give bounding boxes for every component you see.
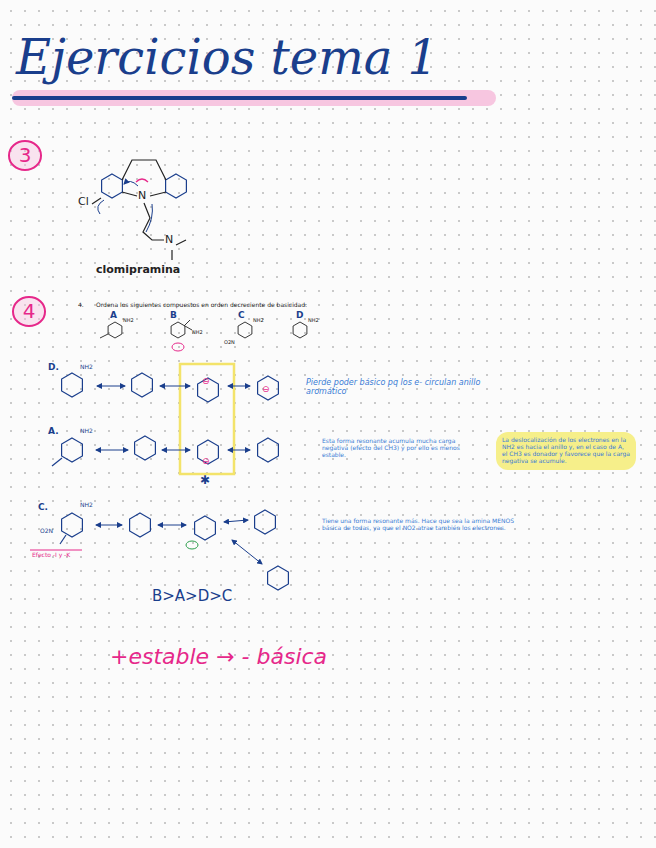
question-number: 4.	[78, 302, 84, 309]
atom-label: NH2	[80, 364, 93, 371]
handwritten-note: Esta forma resonante acumula mucha carga…	[322, 438, 482, 459]
conclusion-note: +estable → - básica	[110, 644, 327, 669]
number-text: 3	[19, 144, 32, 167]
atom-label: O2N	[40, 528, 53, 535]
lone-pair-mark	[136, 179, 148, 182]
exercise-number: 3	[8, 140, 42, 171]
atom-label: O2N	[224, 340, 235, 346]
svg-text:⊖: ⊖	[262, 384, 270, 394]
handwritten-note: Pierde poder básico pq los e- circulan a…	[306, 378, 496, 396]
highlighted-note: La deslocalización de los electrones en …	[496, 432, 636, 470]
atom-label: Cl	[78, 196, 89, 209]
resonance-row-c	[30, 510, 288, 590]
molecule-name: clomipramina	[96, 264, 180, 277]
compound-letter: D	[296, 310, 303, 320]
row-letter: D.	[48, 362, 59, 372]
atom-label: N	[138, 190, 146, 203]
row-letter: A.	[48, 426, 59, 436]
svg-text:✱: ✱	[200, 473, 210, 487]
atom-label: NH2	[123, 318, 134, 324]
svg-text:⊖: ⊖	[202, 376, 210, 386]
atom-label: NH2	[253, 318, 264, 324]
question-molecules	[100, 320, 307, 351]
question-text: Ordena los siguientes compuestos en orde…	[96, 302, 307, 309]
atom-label: NH2	[80, 502, 93, 509]
title-underline	[14, 96, 465, 100]
svg-text:⊖: ⊖	[202, 456, 210, 466]
electron-arrows	[98, 181, 153, 232]
atom-label: NH2	[192, 330, 203, 336]
highlighter	[12, 90, 496, 106]
atom-label: N	[165, 234, 173, 247]
compound-letter: B	[170, 310, 177, 320]
page-title: Ejercicios tema 1	[16, 30, 438, 85]
underline	[30, 550, 82, 551]
compound-letter: A	[110, 310, 117, 320]
row-letter: C.	[38, 502, 48, 512]
atom-label: NH2	[308, 318, 319, 324]
atom-label: NH2	[80, 428, 93, 435]
resonance-row-a: ⊖ ✱	[52, 436, 278, 487]
effect-note: Efecto -I y -K	[32, 552, 70, 559]
highlight-frame	[180, 364, 234, 474]
resonance-row-d: ⊖ ⊖	[62, 373, 279, 402]
number-text: 4	[23, 300, 36, 323]
handwritten-note: Tiene una forma resonante más. Hace que …	[322, 518, 532, 532]
note-text: La deslocalización de los electrones en …	[502, 437, 630, 465]
exercise-number: 4	[12, 296, 46, 327]
compound-letter: C	[238, 310, 245, 320]
basicity-order: B>A>D>C	[152, 588, 232, 605]
clomipramine-structure	[92, 160, 186, 260]
